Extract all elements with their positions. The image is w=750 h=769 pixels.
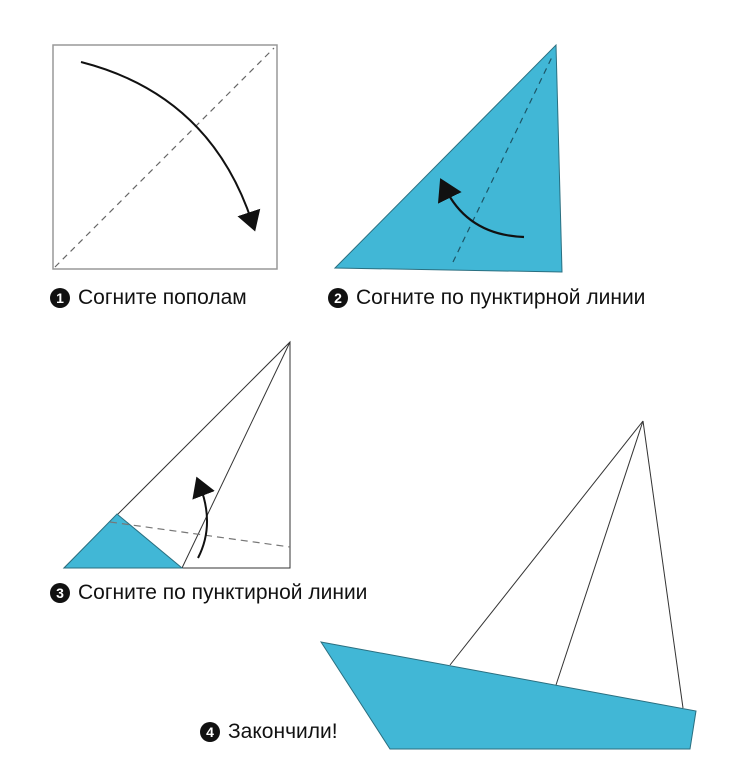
step-4-boat: [319, 420, 697, 750]
sail-line: [449, 420, 644, 666]
step-label: Закончили!: [228, 720, 338, 743]
triangle-paper: [333, 43, 563, 273]
sail-line: [642, 420, 684, 709]
fold-line: [109, 521, 291, 548]
boat-hull: [319, 641, 697, 750]
step-label: Согните по пунктирной линии: [78, 581, 368, 604]
sail-line: [555, 420, 644, 686]
fold-line: [54, 47, 275, 268]
step-1-figure: [52, 44, 278, 270]
step-4-caption: 4 Закончили!: [200, 720, 338, 744]
step-1-caption: 1 Согните пополам: [50, 286, 247, 310]
inner-fold: [181, 341, 291, 569]
fold-line: [452, 56, 553, 263]
step-number-badge: 3: [50, 583, 70, 603]
fold-arrow-icon: [80, 61, 261, 232]
step-number-badge: 1: [50, 288, 70, 308]
step-label: Согните по пунктирной линии: [356, 286, 646, 309]
step-number-badge: 4: [200, 722, 220, 742]
fold-arrow-icon: [192, 476, 215, 559]
step-2-caption: 2 Согните по пунктирной линии: [328, 286, 645, 310]
step-2-figure: [333, 43, 563, 273]
step-3-caption: 3 Согните по пунктирной линии: [50, 581, 367, 605]
step-3-figure: [62, 340, 291, 569]
step-label: Согните пополам: [78, 286, 247, 309]
fold-arrow-icon: [437, 178, 525, 239]
folded-corner: [62, 513, 184, 569]
step-number-badge: 2: [328, 288, 348, 308]
